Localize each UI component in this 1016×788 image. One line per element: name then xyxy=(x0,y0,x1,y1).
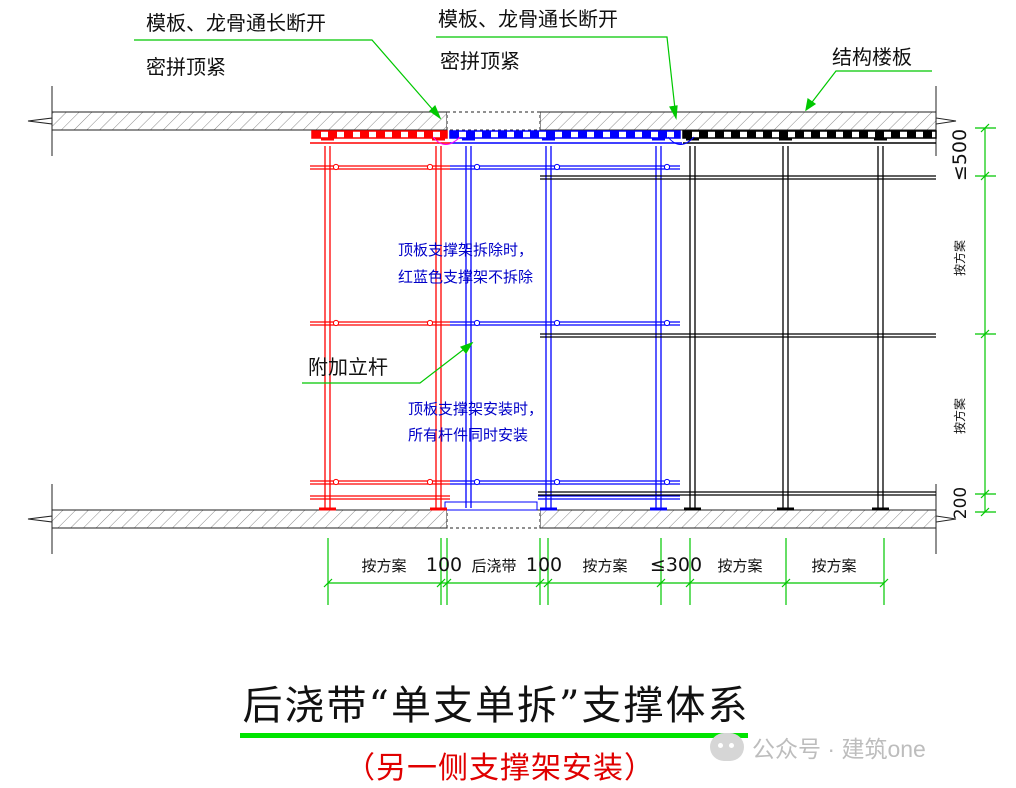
dimension-lines xyxy=(323,123,996,605)
dim-right-mid2: 按方案 xyxy=(952,398,967,434)
watermark-text: 公众号 · 建筑one xyxy=(752,736,926,762)
formwork-blue xyxy=(449,130,681,139)
dim-right-bottom: 200 xyxy=(951,487,971,519)
label-formwork-left-1: 模板、龙骨通长断开 xyxy=(146,11,326,35)
dim-bottom-4: 按方案 xyxy=(582,557,627,575)
bottom-strip-plate xyxy=(444,501,538,511)
label-formwork-right-2: 密拼顶紧 xyxy=(440,49,520,73)
note-removal-line-1: 顶板支撑架拆除时， xyxy=(398,241,533,259)
dim-bottom-3: 100 xyxy=(526,554,562,576)
top-slab-right xyxy=(539,111,937,131)
label-formwork-right-1: 模板、龙骨通长断开 xyxy=(438,7,618,31)
watermark: 公众号 · 建筑one xyxy=(710,730,926,764)
dim-bottom-1: 100 xyxy=(426,554,462,576)
blue-support-frame xyxy=(450,137,682,511)
bottom-slab-left xyxy=(51,509,448,529)
diagram-title: 后浇带“单支单拆”支撑体系 xyxy=(242,683,750,729)
label-formwork-left-2: 密拼顶紧 xyxy=(146,55,226,79)
dim-bottom-0: 按方案 xyxy=(361,557,406,575)
note-removal-line-2: 红蓝色支撑架不拆除 xyxy=(398,268,533,286)
title-underline xyxy=(240,733,748,738)
dim-bottom-2: 后浇带 xyxy=(471,557,516,575)
bottom-post-pour-gap xyxy=(446,509,541,529)
break-symbols xyxy=(27,86,957,554)
bottom-slab-right xyxy=(539,509,937,529)
dim-right-mid1: 按方案 xyxy=(952,240,967,276)
diagram-subtitle: （另一侧支撑架安装） xyxy=(345,751,655,786)
note-install-line-2: 所有杆件同时安装 xyxy=(408,426,528,444)
dim-bottom-7: 按方案 xyxy=(811,557,856,575)
joint-markers xyxy=(332,163,671,486)
leader-lines xyxy=(134,36,932,384)
joint-arcs xyxy=(432,136,695,145)
formwork-red xyxy=(311,130,448,139)
black-support-frame xyxy=(538,137,936,511)
label-extra-pole: 附加立杆 xyxy=(308,355,388,379)
label-floor-slab: 结构楼板 xyxy=(832,45,912,69)
top-slab-left xyxy=(51,111,448,131)
formwork-black xyxy=(682,130,937,139)
dim-bottom-5: ≤300 xyxy=(650,554,702,576)
top-post-pour-gap xyxy=(446,111,541,131)
note-install-line-1: 顶板支撑架安装时， xyxy=(408,400,543,418)
wechat-icon xyxy=(710,733,744,761)
post-pour-strip-support-diagram: 模板、龙骨通长断开 密拼顶紧 模板、龙骨通长断开 密拼顶紧 结构楼板 附加立杆 … xyxy=(27,7,996,605)
dim-right-top: ≤500 xyxy=(949,129,971,181)
dim-bottom-6: 按方案 xyxy=(717,557,762,575)
